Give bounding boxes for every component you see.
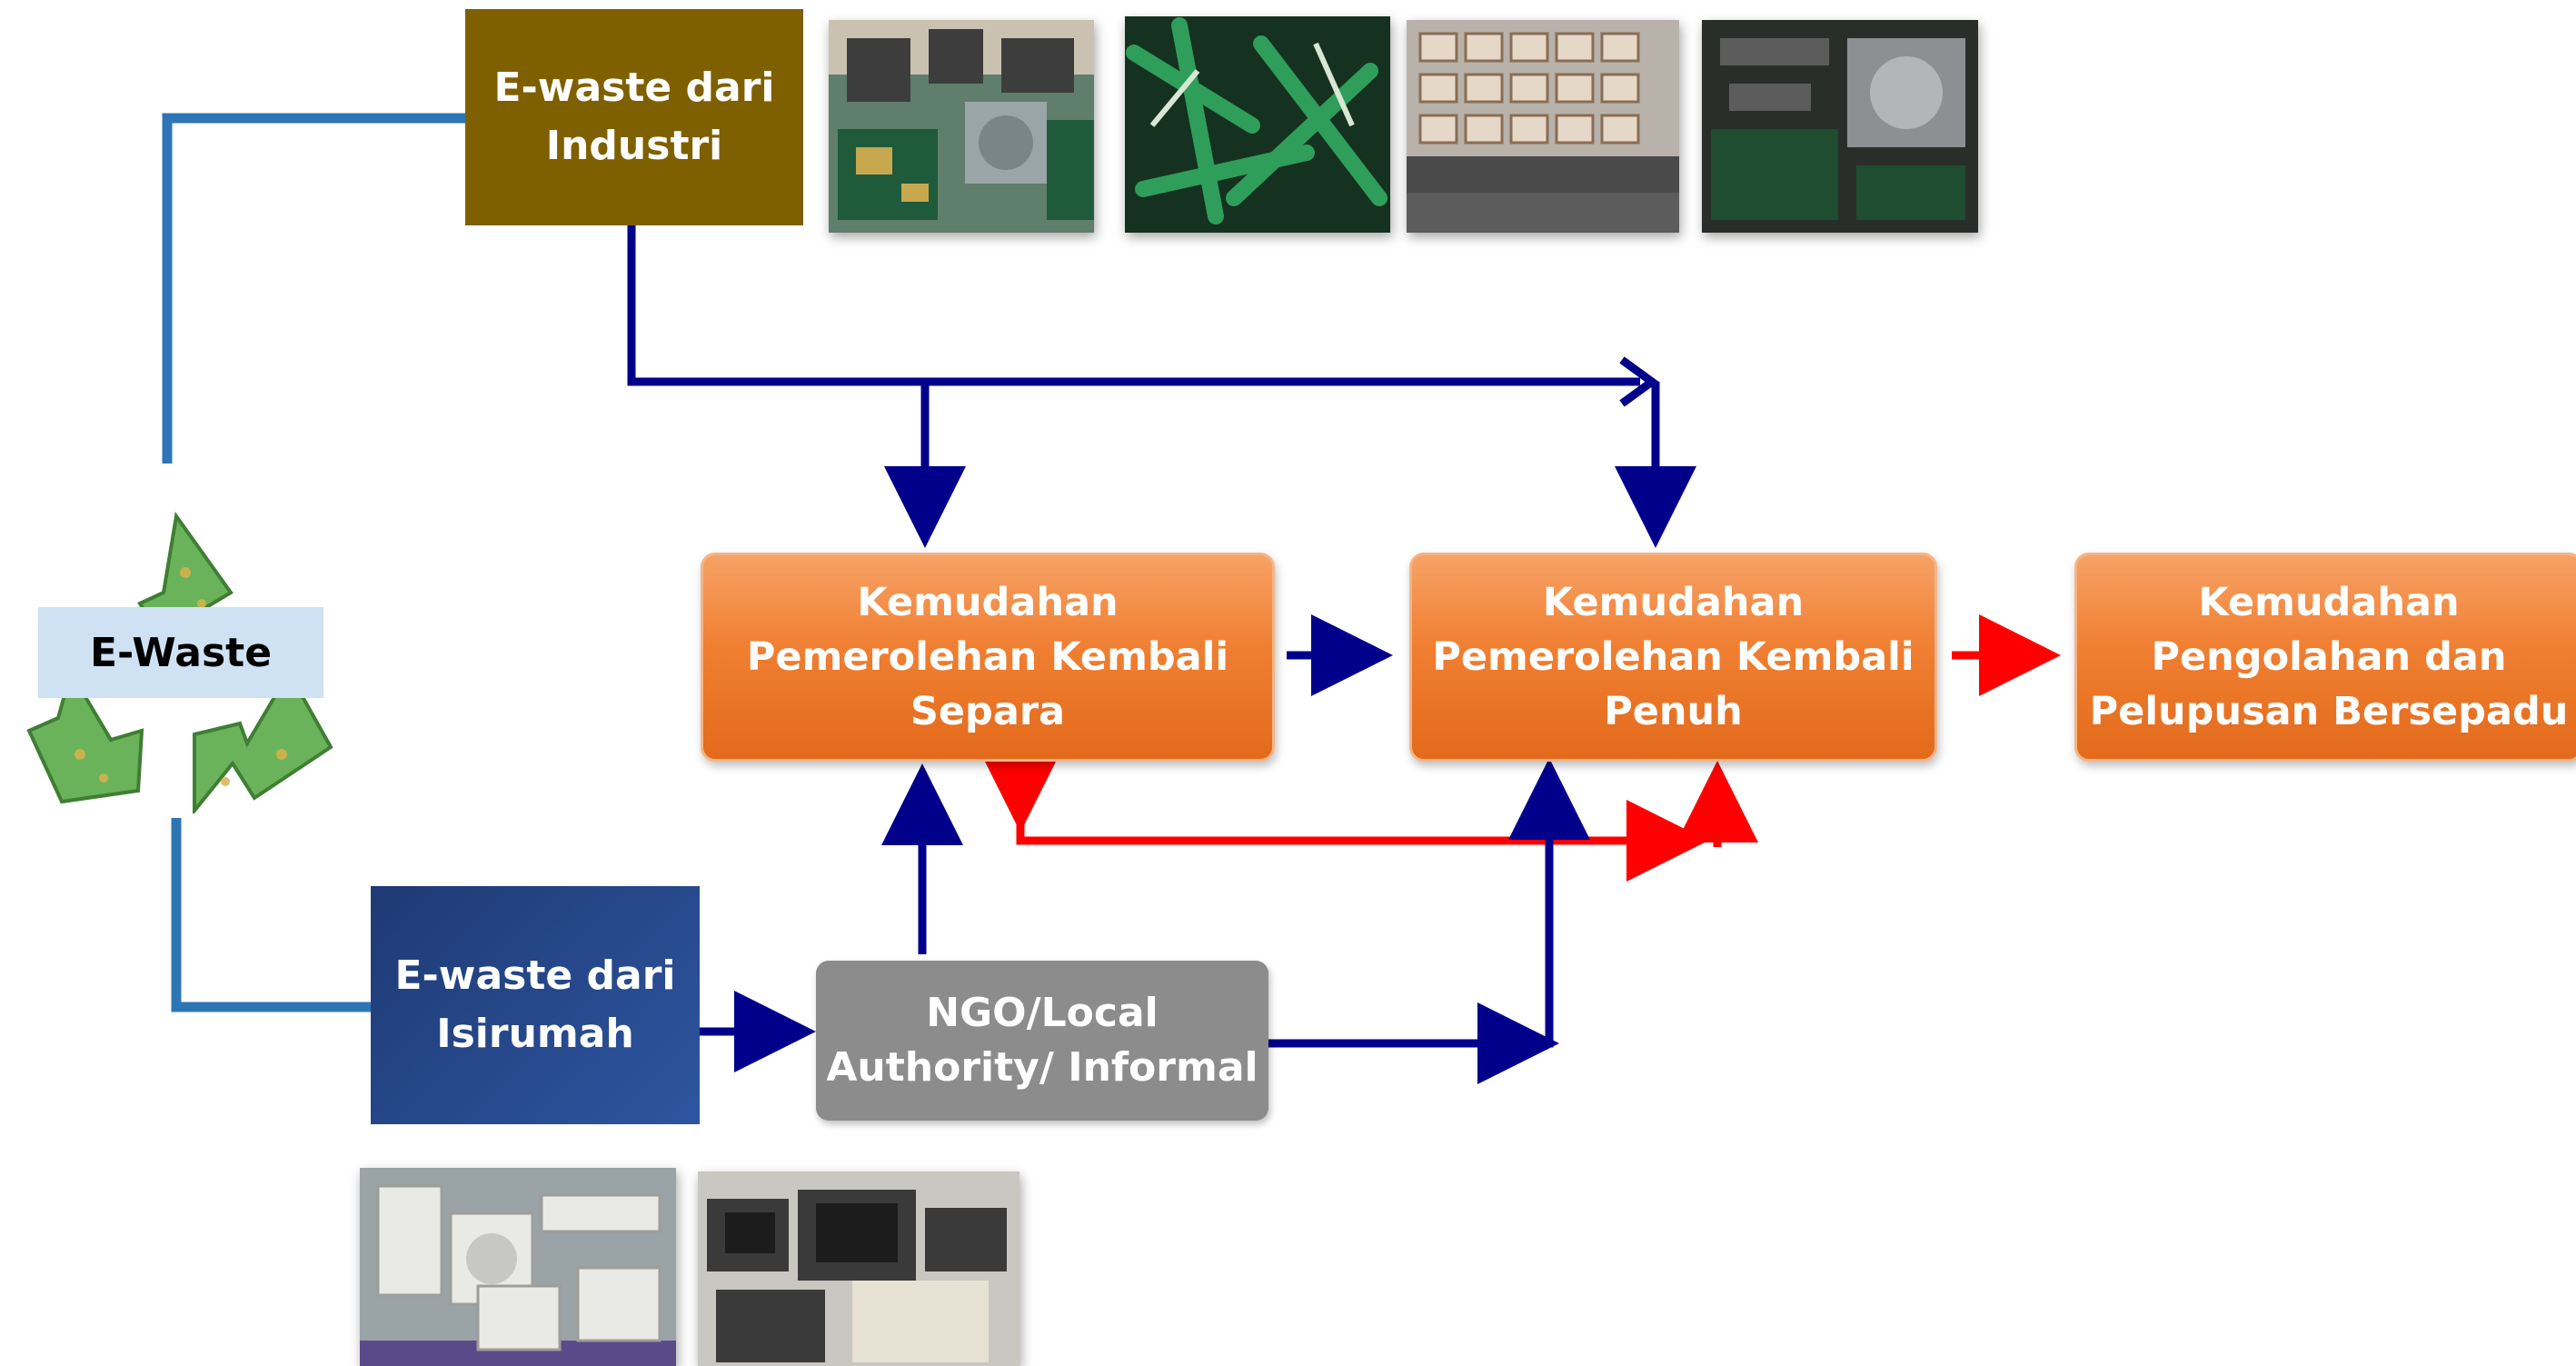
ngo-to-full-line bbox=[1268, 758, 1590, 1048]
household-source-box: E-waste dari Isirumah bbox=[371, 886, 700, 1124]
full-line1: Kemudahan bbox=[1542, 580, 1805, 625]
household-appliances-photo bbox=[360, 1168, 676, 1366]
household-source-line2: Isirumah bbox=[436, 1011, 634, 1057]
partial-line1: Kemudahan bbox=[857, 580, 1119, 625]
household-source-line1: E-waste dari bbox=[394, 952, 676, 999]
household-source-line bbox=[171, 818, 371, 1012]
full-recovery-box: Kemudahan Pemerolehan Kembali Penuh bbox=[1409, 553, 1937, 762]
ngo-line2: Authority/ Informal bbox=[826, 1044, 1258, 1091]
full-line3: Penuh bbox=[1604, 689, 1743, 734]
integrated-treatment-box: Kemudahan Pengolahan dan Pelupusan Berse… bbox=[2074, 553, 2576, 762]
industry-source-box: E-waste dari Industri bbox=[465, 9, 803, 225]
partial-line2: Pemerolehan Kembali bbox=[746, 634, 1229, 680]
industry-source-line2: Industri bbox=[545, 123, 723, 169]
ram-modules-photo bbox=[1407, 20, 1679, 233]
ewaste-label: E-Waste bbox=[38, 607, 323, 698]
ngo-authority-box: NGO/Local Authority/ Informal bbox=[816, 961, 1268, 1121]
industry-trunk-line bbox=[627, 225, 1640, 386]
industry-source-line bbox=[162, 113, 465, 464]
full-line2: Pemerolehan Kembali bbox=[1432, 634, 1915, 680]
partial-line3: Separa bbox=[910, 689, 1066, 734]
cpu-chips-photo bbox=[829, 20, 1094, 233]
integrated-line3: Pelupusan Bersepadu bbox=[2089, 689, 2569, 734]
partial-return-line bbox=[1016, 765, 1688, 845]
integrated-line2: Pengolahan dan bbox=[2151, 634, 2507, 680]
shredded-circuit-boards-photo bbox=[1125, 16, 1390, 233]
industry-source-line1: E-waste dari bbox=[493, 65, 775, 111]
ngo-line1: NGO/Local bbox=[926, 990, 1159, 1036]
integrated-line1: Kemudahan bbox=[2198, 580, 2460, 625]
partial-recovery-box: Kemudahan Pemerolehan Kembali Separa bbox=[701, 553, 1275, 762]
hard-drive-parts-photo bbox=[1702, 20, 1978, 233]
household-electronics-photo bbox=[698, 1172, 1019, 1366]
